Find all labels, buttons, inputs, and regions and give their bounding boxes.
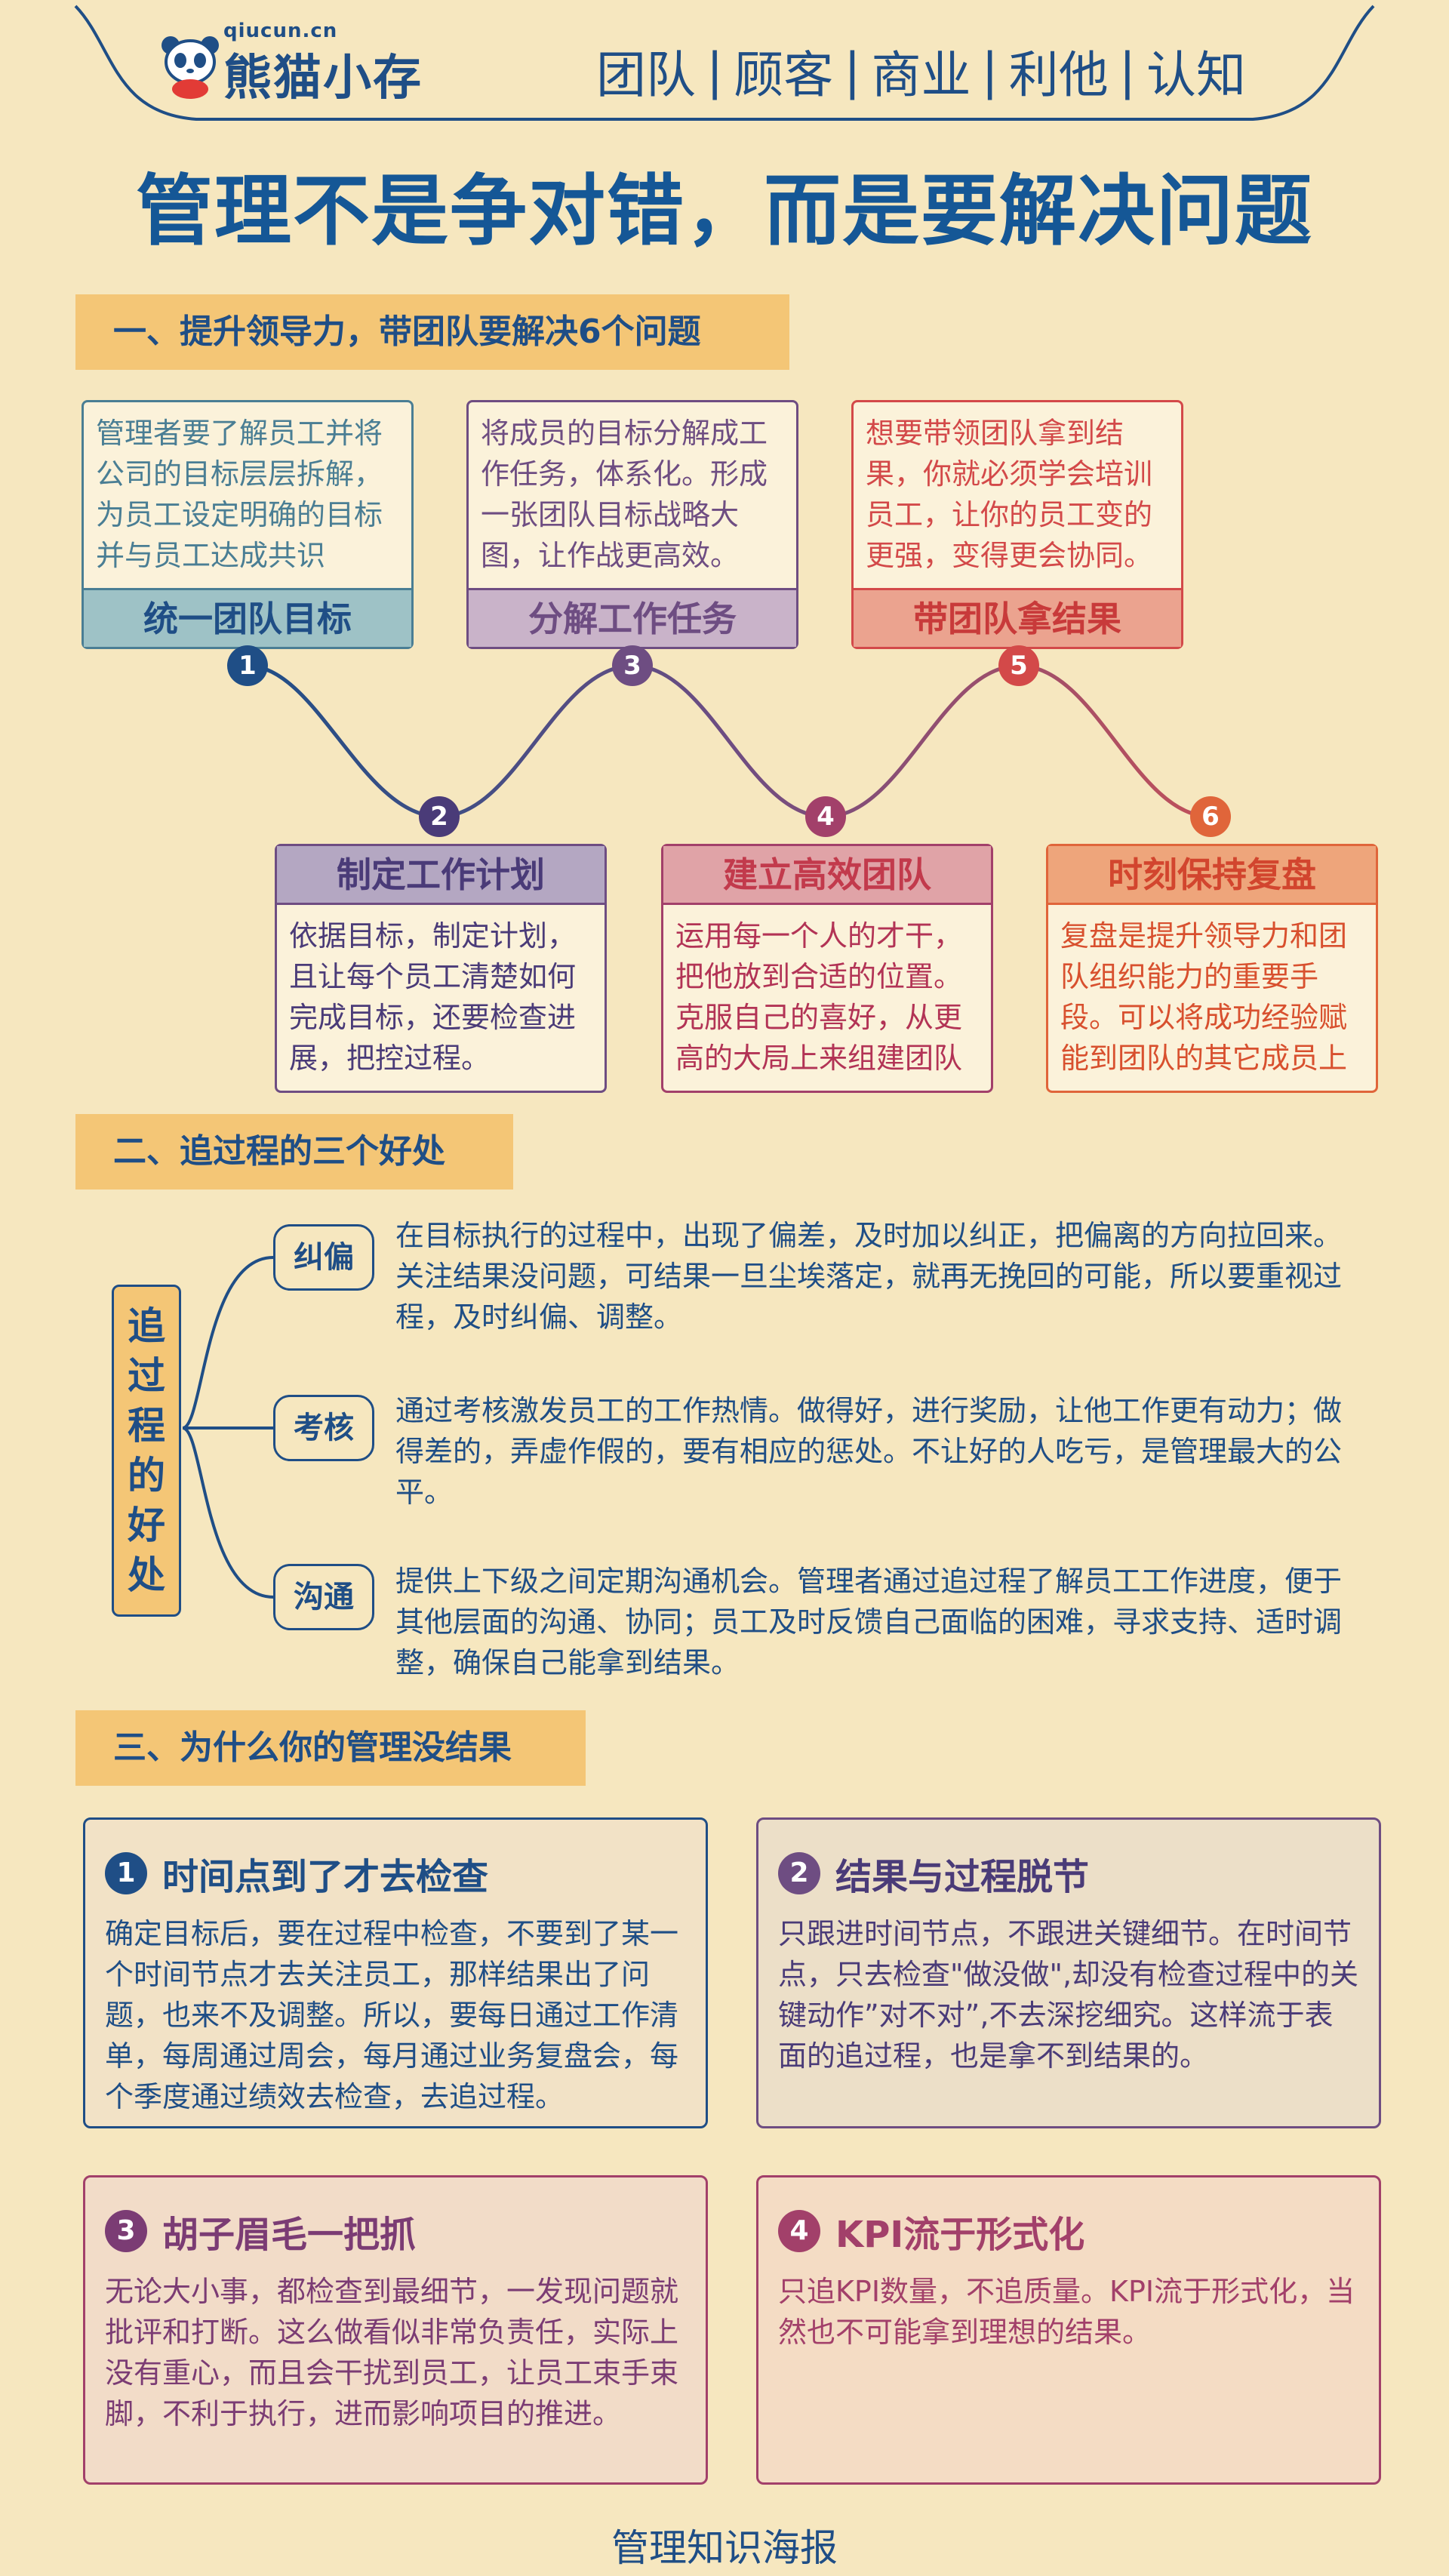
nav-separator: | [981, 42, 998, 100]
tag-communication: 沟通 [273, 1564, 374, 1630]
problem-box-3: 将成员的目标分解成工作任务，体系化。形成一张团队目标战略大图，让作战更高效。 分… [466, 400, 798, 649]
brand-domain: qiucun.cn [223, 20, 338, 42]
process-benefits-label: 追 过 程 的 好 处 [112, 1285, 181, 1617]
step-node-1: 1 [227, 645, 268, 686]
card-number: 1 [105, 1852, 147, 1894]
card-number: 3 [105, 2210, 147, 2252]
nav-separator: | [706, 42, 724, 100]
reason-card-2: 2 结果与过程脱节 只跟进时间节点，不跟进关键细节。在时间节点，只去检查"做没做… [756, 1817, 1381, 2128]
benefit-text-assessment: 通过考核激发员工的工作热情。做得好，进行奖励，让他工作更有动力；做得差的，弄虚作… [395, 1394, 1343, 1509]
step-node-3: 3 [612, 645, 653, 686]
problem-text: 想要带领团队拿到结果，你就必须学会培训员工，让你的员工变的更强，变得更会协同。 [866, 417, 1153, 572]
panda-logo-icon [162, 36, 219, 99]
step-node-4: 4 [805, 796, 846, 837]
timeline-wave [247, 663, 1211, 819]
problem-box-4: 建立高效团队 运用每一个人的才干，把他放到合适的位置。克服自己的喜好，从更高的大… [661, 844, 993, 1093]
card-number: 2 [778, 1852, 820, 1894]
nav-item-business[interactable]: 商业 [871, 46, 971, 104]
vertical-char: 的 [128, 1454, 165, 1497]
reason-card-4: 4 KPI流于形式化 只追KPI数量，不追质量。KPI流于形式化，当然也不可能拿… [756, 2175, 1381, 2485]
problem-label: 制定工作计划 [277, 846, 605, 905]
nav-separator: | [844, 42, 861, 100]
footer-caption: 管理知识海报 [611, 2526, 838, 2570]
vertical-char: 程 [128, 1404, 165, 1448]
problem-box-1: 管理者要了解员工并将公司的目标层层拆解，为员工设定明确的目标并与员工达成共识 统… [82, 400, 414, 649]
step-node-6: 6 [1190, 796, 1231, 837]
card-title: 时间点到了才去检查 [162, 1856, 489, 1898]
brand-name[interactable]: 熊猫小存 [223, 51, 423, 106]
reason-card-1: 1 时间点到了才去检查 确定目标后，要在过程中检查，不要到了某一个时间节点才去关… [83, 1817, 708, 2128]
card-text: 无论大小事，都检查到最细节，一发现问题就批评和打断。这么做看似非常负责任，实际上… [105, 2275, 679, 2430]
nav-item-team[interactable]: 团队 [596, 46, 696, 104]
problem-box-2: 制定工作计划 依据目标，制定计划，且让每个员工清楚如何完成目标，还要检查进展，把… [275, 844, 607, 1093]
nav-separator: | [1118, 42, 1136, 100]
vertical-char: 追 [128, 1304, 165, 1348]
top-nav: 团队 | 顾客 | 商业 | 利他 | 认知 [596, 35, 1246, 107]
step-node-2: 2 [419, 796, 460, 837]
problem-text: 依据目标，制定计划，且让每个员工清楚如何完成目标，还要检查进展，把控过程。 [289, 919, 577, 1075]
benefit-text-correction: 在目标执行的过程中，出现了偏差，及时加以纠正，把偏离的方向拉回来。关注结果没问题… [395, 1219, 1343, 1334]
problem-label: 时刻保持复盘 [1048, 846, 1376, 905]
problem-box-5: 想要带领团队拿到结果，你就必须学会培训员工，让你的员工变的更强，变得更会协同。 … [851, 400, 1183, 649]
branch-lines [182, 1256, 274, 1599]
card-text: 只跟进时间节点，不跟进关键细节。在时间节点，只去检查"做没做",却没有检查过程中… [778, 1917, 1359, 2073]
nav-item-cognition[interactable]: 认知 [1146, 46, 1246, 104]
vertical-char: 好 [128, 1503, 165, 1547]
problem-label: 统一团队目标 [84, 588, 411, 647]
card-text: 只追KPI数量，不追质量。KPI流于形式化，当然也不可能拿到理想的结果。 [778, 2275, 1355, 2349]
section3-heading: 三、为什么你的管理没结果 [75, 1710, 586, 1786]
card-title: KPI流于形式化 [835, 2214, 1085, 2256]
card-title: 结果与过程脱节 [835, 1856, 1090, 1898]
problem-text: 运用每一个人的才干，把他放到合适的位置。克服自己的喜好，从更高的大局上来组建团队 [675, 919, 963, 1075]
problem-text: 管理者要了解员工并将公司的目标层层拆解，为员工设定明确的目标并与员工达成共识 [96, 417, 383, 572]
card-title: 胡子眉毛一把抓 [162, 2214, 417, 2256]
nav-item-altruism[interactable]: 利他 [1008, 46, 1109, 104]
problem-box-6: 时刻保持复盘 复盘是提升领导力和团队组织能力的重要手段。可以将成功经验赋能到团队… [1046, 844, 1378, 1093]
problem-label: 建立高效团队 [663, 846, 991, 905]
page-title: 管理不是争对错，而是要解决问题 [136, 167, 1313, 257]
vertical-char: 过 [128, 1354, 165, 1398]
tag-correction: 纠偏 [273, 1224, 374, 1291]
card-number: 4 [778, 2210, 820, 2252]
step-node-5: 5 [998, 645, 1039, 686]
header-frame [74, 5, 1375, 121]
problem-label: 带团队拿结果 [854, 588, 1181, 647]
problem-label: 分解工作任务 [469, 588, 796, 647]
benefit-text-communication: 提供上下级之间定期沟通机会。管理者通过追过程了解员工工作进度，便于其他层面的沟通… [395, 1565, 1343, 1679]
card-text: 确定目标后，要在过程中检查，不要到了某一个时间节点才去关注员工，那样结果出了问题… [105, 1917, 679, 2113]
vertical-char: 处 [128, 1553, 165, 1597]
nav-item-customer[interactable]: 顾客 [734, 46, 834, 104]
problem-text: 将成员的目标分解成工作任务，体系化。形成一张团队目标战略大图，让作战更高效。 [481, 417, 768, 572]
section1-heading: 一、提升领导力，带团队要解决6个问题 [75, 294, 789, 370]
problem-text: 复盘是提升领导力和团队组织能力的重要手段。可以将成功经验赋能到团队的其它成员上 [1060, 919, 1348, 1075]
section2-heading: 二、追过程的三个好处 [75, 1114, 513, 1190]
tag-assessment: 考核 [273, 1395, 374, 1461]
reason-card-3: 3 胡子眉毛一把抓 无论大小事，都检查到最细节，一发现问题就批评和打断。这么做看… [83, 2175, 708, 2485]
